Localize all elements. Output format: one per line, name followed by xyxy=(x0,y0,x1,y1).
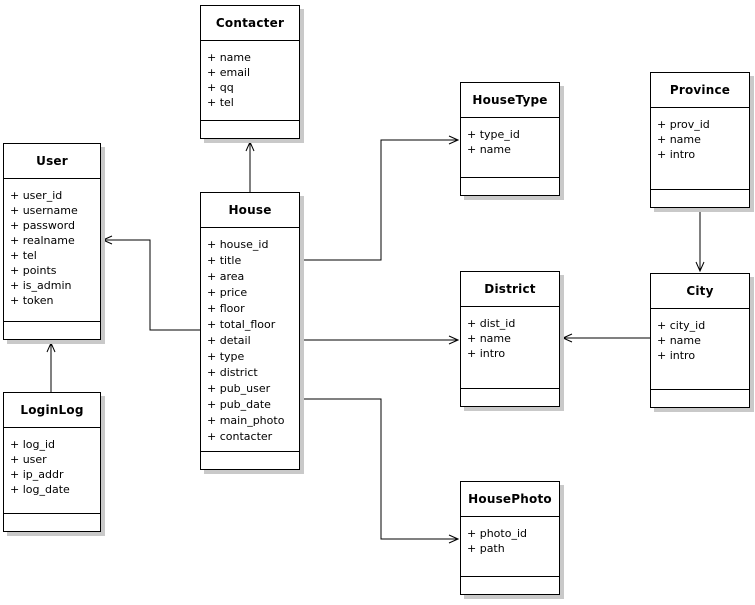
entity-city-methods-empty xyxy=(651,389,749,407)
field: + qq xyxy=(207,81,234,94)
field: + intro xyxy=(467,347,506,360)
field: + house_id xyxy=(207,238,269,251)
field: + contacter xyxy=(207,430,273,443)
field: + user xyxy=(10,453,47,466)
field: + tel xyxy=(207,96,234,109)
field: + name xyxy=(657,133,701,146)
field: + detail xyxy=(207,334,251,347)
field: + city_id xyxy=(657,319,706,332)
entity-housephoto-fields: + photo_id + path xyxy=(461,517,559,576)
field: + title xyxy=(207,254,242,267)
entity-user: User + user_id + username + password + r… xyxy=(3,143,101,340)
field: + photo_id xyxy=(467,527,527,540)
field: + log_date xyxy=(10,483,70,496)
field: + name xyxy=(467,332,511,345)
field: + is_admin xyxy=(10,279,72,292)
entity-contacter: Contacter + name + email + qq + tel xyxy=(200,5,300,139)
entity-house-fields: + house_id + title + area + price + floo… xyxy=(201,228,299,451)
entity-province-fields: + prov_id + name + intro xyxy=(651,108,749,189)
entity-city: City + city_id + name + intro xyxy=(650,273,750,408)
entity-contacter-fields: + name + email + qq + tel xyxy=(201,41,299,120)
field: + intro xyxy=(657,349,696,362)
entity-loginlog-methods-empty xyxy=(4,513,100,531)
connector-house-housephoto xyxy=(300,398,458,539)
field: + intro xyxy=(657,148,696,161)
field: + pub_date xyxy=(207,398,271,411)
entity-housetype-title: HouseType xyxy=(461,83,559,118)
field: + price xyxy=(207,286,248,299)
field: + floor xyxy=(207,302,245,315)
field: + points xyxy=(10,264,57,277)
entity-city-title: City xyxy=(651,274,749,309)
entity-user-fields: + user_id + username + password + realna… xyxy=(4,179,100,321)
field: + user_id xyxy=(10,189,63,202)
entity-housephoto-title: HousePhoto xyxy=(461,482,559,517)
field: + total_floor xyxy=(207,318,276,331)
entity-house-methods-empty xyxy=(201,451,299,469)
connector-house-user xyxy=(103,240,200,331)
entity-loginlog: LoginLog + log_id + user + ip_addr + log… xyxy=(3,392,101,532)
entity-user-methods-empty xyxy=(4,321,100,339)
entity-province-methods-empty xyxy=(651,189,749,207)
field: + log_id xyxy=(10,438,56,451)
entity-district-fields: + dist_id + name + intro xyxy=(461,307,559,388)
field: + name xyxy=(467,143,511,156)
entity-district: District + dist_id + name + intro xyxy=(460,271,560,407)
entity-city-fields: + city_id + name + intro xyxy=(651,309,749,389)
entity-province: Province + prov_id + name + intro xyxy=(650,72,750,208)
entity-loginlog-title: LoginLog xyxy=(4,393,100,428)
entity-housephoto-methods-empty xyxy=(461,576,559,594)
entity-housetype-methods-empty xyxy=(461,177,559,195)
entity-house: House + house_id + title + area + price … xyxy=(200,192,300,470)
field: + realname xyxy=(10,234,75,247)
field: + dist_id xyxy=(467,317,516,330)
field: + name xyxy=(657,334,701,347)
connector-house-housetype xyxy=(300,140,458,261)
entity-contacter-methods-empty xyxy=(201,120,299,138)
field: + type xyxy=(207,350,245,363)
field: + main_photo xyxy=(207,414,285,427)
entity-district-methods-empty xyxy=(461,388,559,406)
field: + type_id xyxy=(467,128,520,141)
entity-housetype-fields: + type_id + name xyxy=(461,118,559,177)
field: + username xyxy=(10,204,78,217)
field: + ip_addr xyxy=(10,468,64,481)
field: + password xyxy=(10,219,75,232)
entity-contacter-title: Contacter xyxy=(201,6,299,41)
entity-district-title: District xyxy=(461,272,559,307)
field: + path xyxy=(467,542,505,555)
entity-user-title: User xyxy=(4,144,100,179)
field: + prov_id xyxy=(657,118,710,131)
field: + name xyxy=(207,51,251,64)
entity-province-title: Province xyxy=(651,73,749,108)
entity-housetype: HouseType + type_id + name xyxy=(460,82,560,196)
entity-loginlog-fields: + log_id + user + ip_addr + log_date xyxy=(4,428,100,513)
field: + district xyxy=(207,366,258,379)
field: + tel xyxy=(10,249,37,262)
field: + email xyxy=(207,66,251,79)
entity-house-title: House xyxy=(201,193,299,228)
field: + pub_user xyxy=(207,382,271,395)
field: + area xyxy=(207,270,245,283)
entity-housephoto: HousePhoto + photo_id + path xyxy=(460,481,560,595)
field: + token xyxy=(10,294,54,307)
